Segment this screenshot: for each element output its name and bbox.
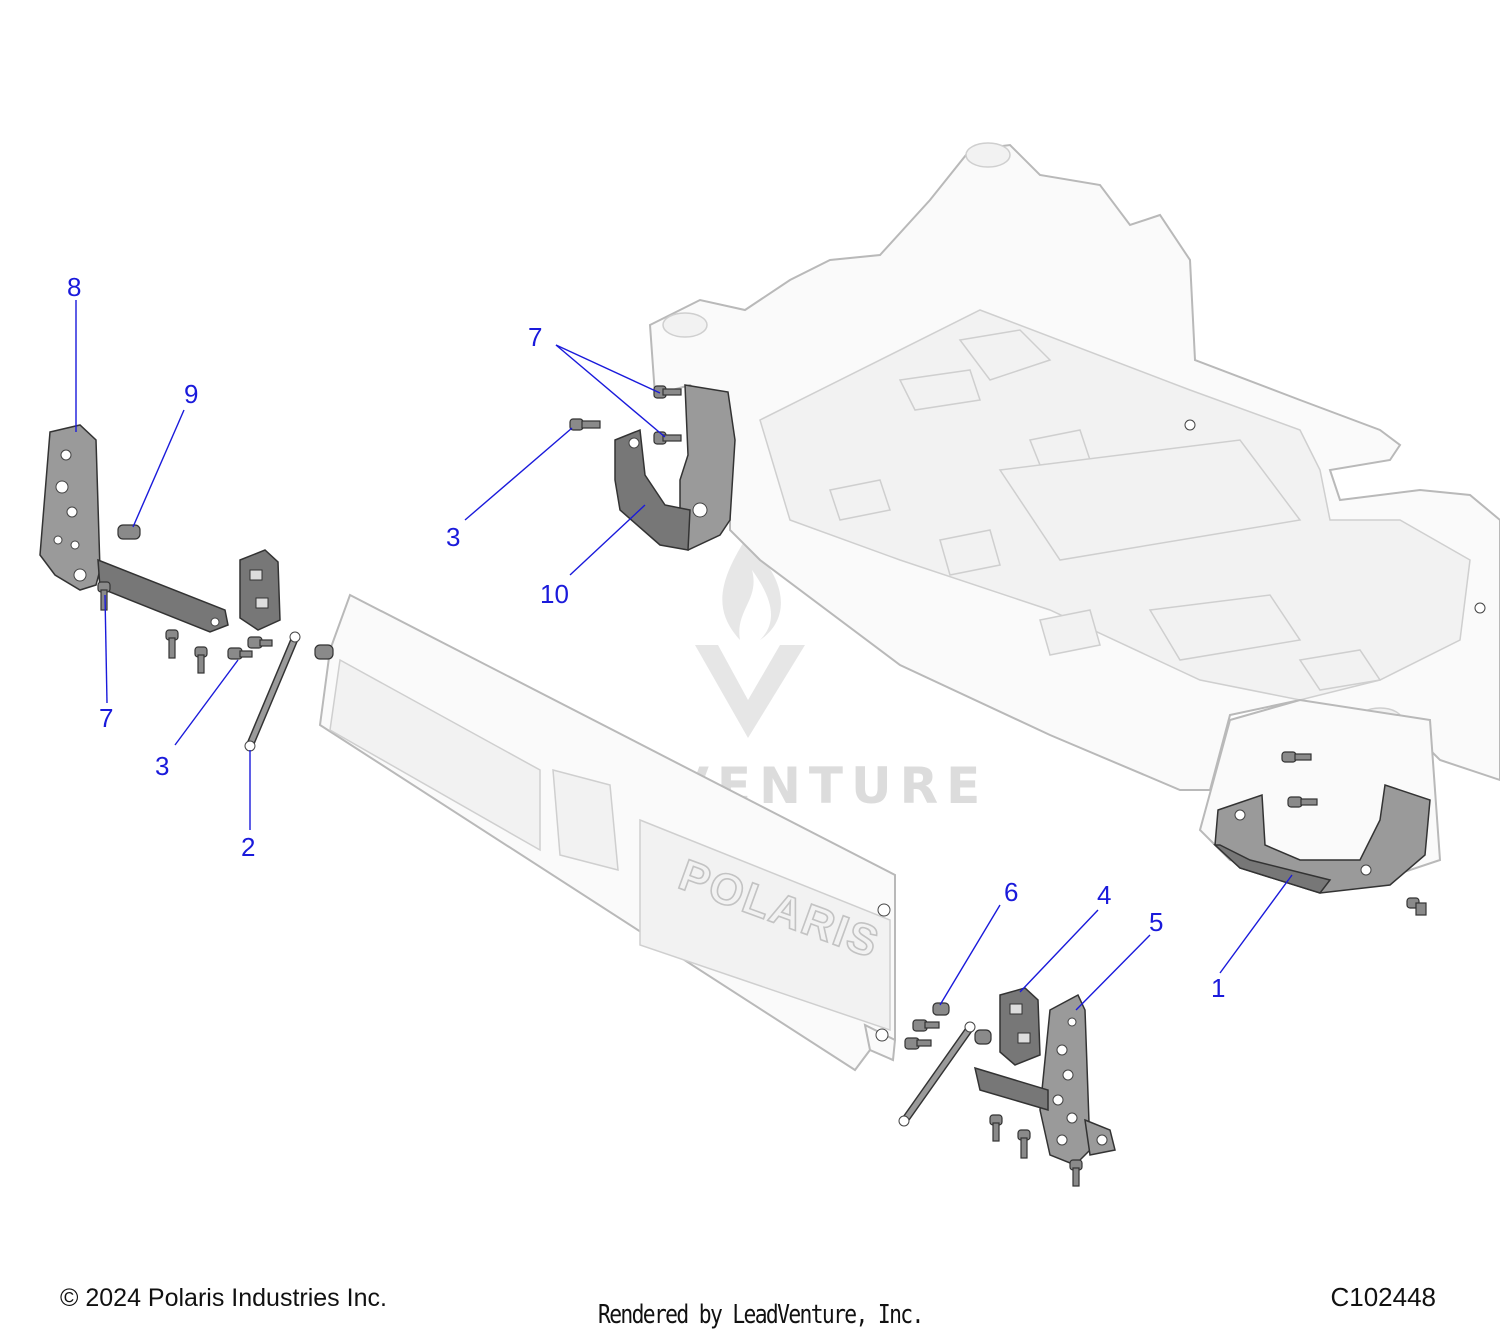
bracket-part-1: [1213, 784, 1431, 894]
callout-3-left: 3: [155, 751, 169, 781]
callout-6: 6: [1004, 877, 1018, 907]
bolt-part-7-upper-b: [653, 431, 682, 445]
bracket-part-10: [614, 384, 736, 551]
callout-2: 2: [241, 832, 255, 862]
callout-4: 4: [1097, 880, 1111, 910]
callout-labels: 8 9 7 3 2 7 3 10 6 4 5 1: [67, 272, 1225, 1003]
bolt-left-b: [194, 646, 208, 674]
callout-8: 8: [67, 272, 81, 302]
bolt-part-3-upper: [569, 418, 601, 431]
bolt-part-7-left: [97, 581, 111, 611]
v-watermark-icon: [695, 645, 805, 738]
bolt-part-1-b: [1287, 796, 1318, 808]
tailgate-panel: POLARIS: [318, 593, 897, 1072]
rendered-by-text: Rendered by LeadVenture, Inc.: [598, 1300, 924, 1330]
bolt-part-1-a: [1281, 751, 1312, 763]
hinge-bracket-part-5: [973, 993, 1116, 1166]
bolt-left-a: [165, 629, 179, 659]
bolt-right-a: [912, 1019, 940, 1032]
support-strut-right: [898, 1021, 976, 1127]
callout-10: 10: [540, 579, 569, 609]
bolt-left-d: [314, 644, 334, 660]
callout-7-upper: 7: [528, 322, 542, 352]
bolt-right-d: [989, 1114, 1003, 1142]
callout-9: 9: [184, 379, 198, 409]
leader-lines: [75, 300, 1293, 1011]
latch-block-part-4: [999, 987, 1041, 1066]
callout-5: 5: [1149, 907, 1163, 937]
figure-id: C102448: [1330, 1282, 1436, 1312]
bolt-part-3-left: [227, 647, 253, 660]
bolt-part-6: [932, 1002, 950, 1016]
callout-3-upper: 3: [446, 522, 460, 552]
bolt-left-c: [247, 636, 273, 649]
bolt-right-c: [974, 1029, 992, 1045]
latch-block-left: [239, 549, 281, 631]
support-strut-part-2: [244, 631, 301, 752]
callout-7-left: 7: [99, 703, 113, 733]
cargo-frame: [648, 142, 1500, 881]
bolt-right-f: [1069, 1159, 1083, 1187]
bolt-part-7-upper-a: [653, 385, 682, 399]
bolt-part-9: [117, 524, 141, 540]
bolt-right-e: [1017, 1129, 1031, 1159]
bolt-right-b: [904, 1037, 932, 1050]
bolt-part-1-c: [1406, 897, 1427, 916]
copyright-text: © 2024 Polaris Industries Inc.: [60, 1284, 387, 1312]
callout-1: 1: [1211, 973, 1225, 1003]
exploded-parts-diagram: LEADVENTURE: [39, 142, 1500, 1187]
hinge-bracket-part-8: [39, 424, 229, 633]
